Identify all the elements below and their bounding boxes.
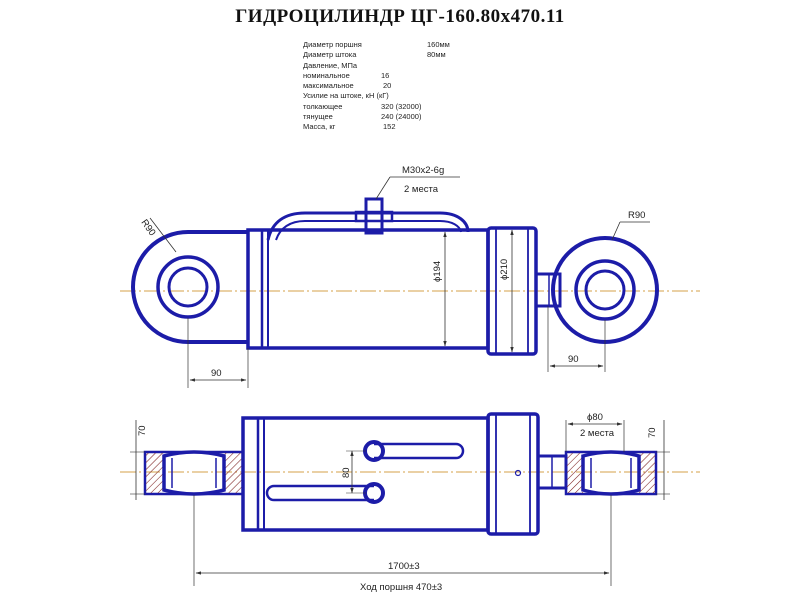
thread-count-label: 2 места (404, 184, 439, 195)
spec-label: Диаметр штока (303, 50, 357, 60)
spec-value: 20 (383, 81, 392, 91)
spec-value: 320 (32000) (381, 101, 422, 111)
right-bushing-section (581, 450, 641, 496)
plan-view: 80 ϕ80 2 места 70 70 (120, 412, 700, 593)
spec-value: 152 (383, 122, 396, 132)
leader-line (375, 176, 391, 200)
pin-diameter-label: ϕ80 (587, 412, 603, 423)
radius-left-label: R90 (139, 218, 158, 239)
pipe-lower (265, 484, 374, 502)
spec-value: 240 (24000) (381, 112, 422, 122)
pin-count-label: 2 места (580, 428, 615, 439)
hydraulic-tube (266, 211, 470, 241)
left-hatch (146, 453, 164, 493)
width-right-label: 90 (568, 354, 579, 365)
spec-value: 80мм (427, 50, 446, 60)
spec-label: Масса, кг (303, 122, 336, 132)
radius-right-label: R90 (628, 210, 645, 221)
height-left-label: 70 (137, 425, 148, 436)
spec-label: Диаметр поршня (303, 40, 362, 49)
port-spacing-label: 80 (341, 467, 352, 478)
overall-length-label: 1700±3 (388, 561, 420, 572)
flange-diameter-label: ϕ210 (499, 259, 510, 280)
spec-label: толкающее (303, 101, 343, 111)
left-hatch (224, 453, 242, 493)
width-left-label: 90 (211, 368, 222, 379)
spec-value: 160мм (427, 40, 450, 49)
left-bushing-section (162, 450, 226, 496)
front-view: M30x2-6g 2 места R90 R90 ϕ194 ϕ210 90 90 (120, 165, 700, 388)
thread-label: M30x2-6g (402, 165, 444, 176)
height-right-label: 70 (647, 427, 658, 438)
radius-leader (149, 217, 177, 253)
cylinder-body (246, 228, 490, 350)
piston-rod (534, 272, 562, 308)
radius-leader (611, 221, 621, 241)
cylinder-body-plan (241, 416, 490, 532)
body-diameter-label: ϕ194 (432, 261, 443, 282)
port-nut (354, 210, 394, 223)
spec-label: Давление, МПа (303, 60, 358, 70)
spec-label: максимальное (303, 81, 354, 91)
left-eye-bore (167, 266, 209, 308)
left-eye-bushing (156, 255, 220, 319)
drawing-title: ГИДРОЦИЛИНДР ЦГ-160.80х470.11 (235, 6, 565, 27)
port-fitting (364, 197, 384, 235)
stroke-label: Ход поршня 470±3 (360, 582, 442, 593)
right-hatch (567, 453, 583, 493)
spec-value: 16 (381, 70, 390, 80)
right-hatch (639, 453, 655, 493)
right-eye-bushing (574, 259, 636, 321)
spec-label: номинальное (303, 70, 350, 80)
pipe-upper (374, 442, 465, 460)
left-eye-outline (131, 230, 248, 344)
flange-hole (514, 469, 522, 477)
spec-label: тянущее (303, 112, 333, 122)
right-eye-bore (584, 269, 626, 311)
spec-label: Усилие на штоке, кН (кГ) (303, 91, 389, 101)
